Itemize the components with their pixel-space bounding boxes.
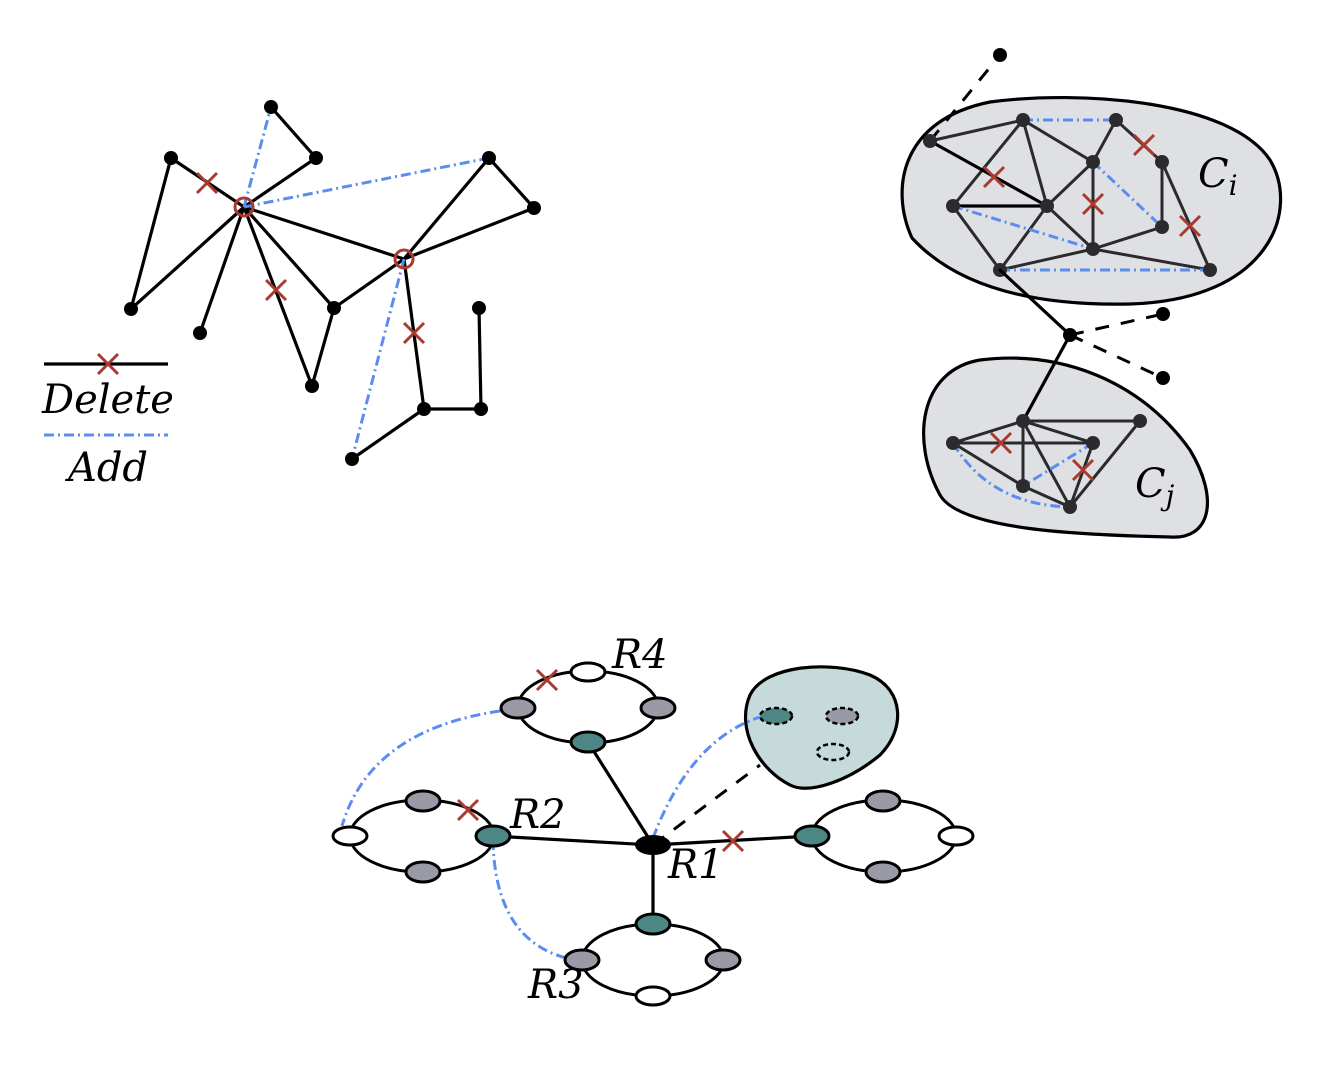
motif-blob	[743, 665, 900, 790]
cluster-graph: Ci Cj	[900, 48, 1283, 539]
ring-label-r2: R2	[509, 792, 566, 838]
cluster-ci-label: Ci	[1198, 151, 1238, 202]
legend-add-label: Add	[64, 445, 148, 491]
ring-graph: R4 R2 R1 R3	[331, 632, 975, 1008]
added-edges	[242, 106, 490, 460]
legend-delete-label: Delete	[41, 377, 174, 423]
node-edit-graph	[124, 100, 541, 466]
cluster-cj-label: Cj	[1135, 461, 1175, 512]
nodes	[124, 100, 541, 466]
ring-label-r1: R1	[667, 842, 724, 888]
ring-nodes	[331, 661, 975, 1007]
ring-label-r3: R3	[527, 962, 584, 1008]
ring-label-r4: R4	[611, 632, 668, 678]
cluster-cj	[922, 356, 1209, 539]
selected-node	[393, 248, 415, 270]
legend: Delete Add	[41, 352, 174, 491]
selected-node	[233, 196, 255, 218]
